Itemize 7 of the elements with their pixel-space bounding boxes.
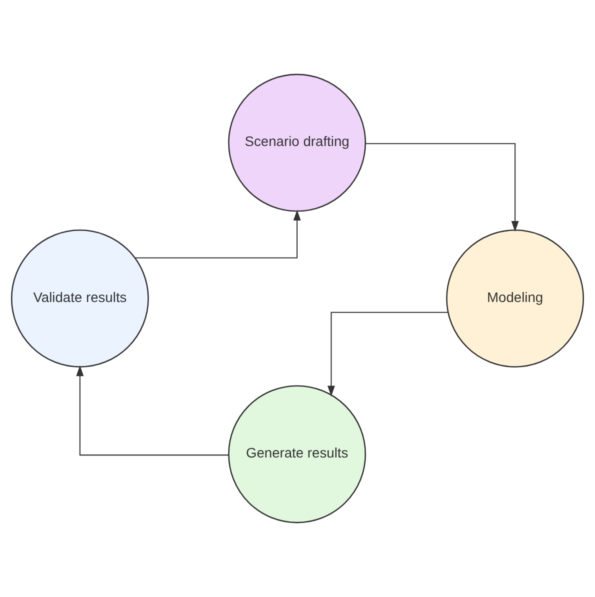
node-circle: Scenario drafting: [228, 74, 366, 212]
node-circle: Validate results: [10, 230, 149, 368]
arrow: [76, 365, 229, 456]
arrow: [327, 312, 448, 396]
arrow: [365, 143, 519, 232]
arrow: [135, 210, 301, 258]
node-circle: Modeling: [446, 230, 584, 368]
